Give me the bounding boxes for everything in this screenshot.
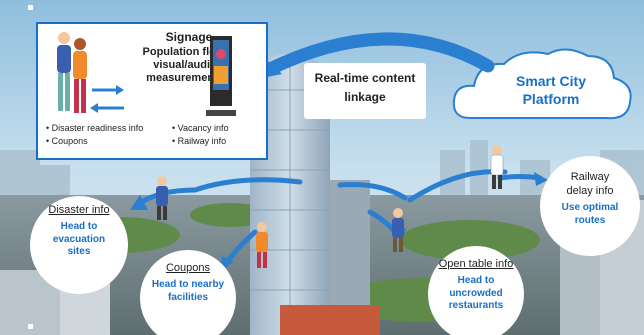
platform-label: Smart City Platform — [515, 73, 587, 107]
signage-panel: Signage Population flow/ visual/audio me… — [36, 22, 268, 160]
linkage-label: Real-time content linkage — [314, 71, 416, 104]
people-illustration — [57, 32, 124, 113]
signage-bullets-left: • Disaster readiness info • Coupons — [46, 122, 143, 148]
signage-bullets-right: • Vacancy info • Railway info — [172, 122, 229, 148]
circle-action: Use optimal routes — [561, 202, 619, 226]
bullet-item: • Disaster readiness info — [46, 123, 144, 133]
circle-action: Head to uncrowded restaurants — [448, 275, 504, 311]
railway-delay-circle: Railway delay info Use optimal routes — [540, 156, 640, 256]
signage-title: Signage — [165, 30, 213, 44]
circle-title: Railway delay info — [566, 171, 614, 197]
circle-title: Disaster info — [48, 204, 110, 216]
circle-title: Coupons — [165, 262, 211, 274]
circle-action: Head to nearby facilities — [151, 279, 225, 303]
person-icon — [156, 176, 168, 220]
bullet-item: • Coupons — [46, 136, 88, 146]
disaster-info-circle: Disaster info Head to evacuation sites — [30, 196, 128, 294]
circle-title: Open table info — [438, 258, 514, 270]
circle-action: Head to evacuation sites — [52, 221, 106, 257]
linkage-box: Real-time content linkage — [304, 63, 426, 119]
digital-signage-icon — [206, 36, 236, 116]
coupons-circle: Coupons Head to nearby facilities — [140, 250, 236, 335]
open-table-circle: Open table info Head to uncrowded restau… — [428, 246, 524, 335]
signage-description: Population flow/ visual/audio measuremen… — [142, 46, 228, 84]
corner-marker — [28, 324, 33, 329]
bullet-item: • Railway info — [172, 136, 227, 146]
bullet-item: • Vacancy info — [172, 123, 229, 133]
corner-marker — [28, 5, 33, 10]
